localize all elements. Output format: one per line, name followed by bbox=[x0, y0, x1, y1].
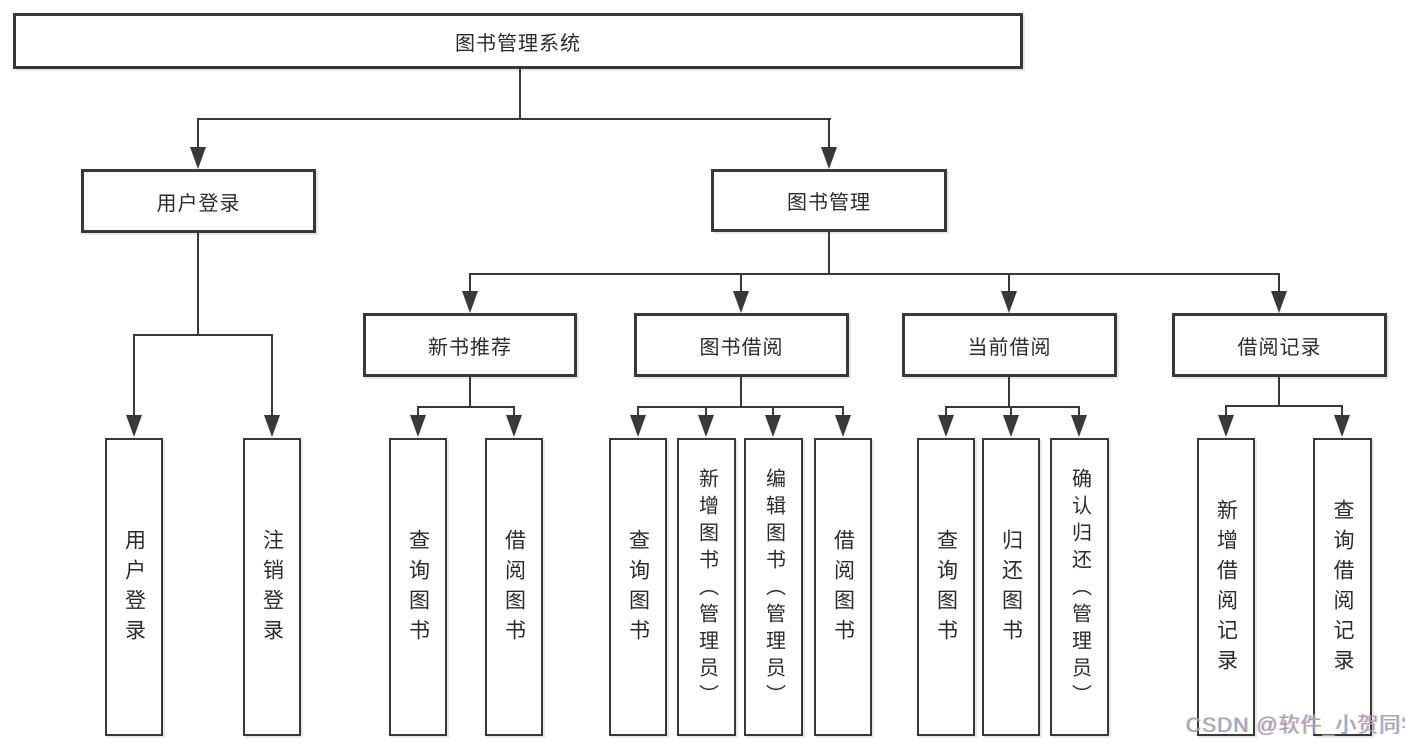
arrowhead-current-borrowing bbox=[1001, 291, 1017, 313]
node-book-management: 图书管理 bbox=[711, 169, 947, 232]
connector-user-login-stem bbox=[197, 233, 199, 336]
node-new-book-recommend: 新书推荐 bbox=[363, 313, 577, 377]
connector-drop-current-return bbox=[1010, 406, 1012, 418]
node-book-borrowing: 图书借阅 bbox=[634, 313, 849, 377]
connector-drop-records-add bbox=[1225, 405, 1227, 418]
connector-book-management-rail bbox=[469, 273, 1280, 275]
connector-drop-borrowing-add bbox=[705, 406, 707, 418]
connector-drop-current-borrowing bbox=[1008, 273, 1010, 293]
node-library-system: 图书管理系统 bbox=[13, 13, 1023, 69]
arrowhead-user-login bbox=[190, 147, 206, 169]
connector-recommend-rail bbox=[417, 406, 515, 408]
connector-drop-current-confirm bbox=[1078, 406, 1080, 418]
arrowhead-book-management bbox=[821, 147, 837, 169]
arrowhead-current-return bbox=[1003, 415, 1019, 437]
arrowhead-leaf-logout bbox=[264, 415, 280, 437]
connector-records-rail bbox=[1225, 405, 1343, 407]
arrowhead-borrowing-query bbox=[630, 415, 646, 437]
arrowhead-current-confirm bbox=[1071, 415, 1087, 437]
connector-root-rail bbox=[197, 118, 831, 120]
arrowhead-borrowing-add bbox=[698, 415, 714, 437]
arrowhead-new-book-recommend bbox=[462, 291, 478, 313]
connector-drop-leaf-user-login bbox=[133, 334, 135, 416]
node-borrowing-records: 借阅记录 bbox=[1172, 313, 1387, 377]
connector-root-stem bbox=[519, 68, 521, 120]
connector-book-management-stem bbox=[828, 232, 830, 275]
arrowhead-records-add bbox=[1218, 415, 1234, 437]
connector-current-rail bbox=[945, 406, 1080, 408]
leaf-borrowing-add-books-admin: 新增图书（管理员） bbox=[677, 438, 736, 736]
connector-drop-book-borrowing bbox=[740, 273, 742, 293]
leaf-logout-login: 注销登录 bbox=[243, 438, 301, 736]
arrowhead-leaf-user-login bbox=[126, 415, 142, 437]
arrowhead-records-query bbox=[1334, 415, 1350, 437]
connector-user-login-rail bbox=[133, 334, 273, 336]
leaf-current-confirm-return-admin: 确认归还（管理员） bbox=[1050, 438, 1109, 736]
arrowhead-borrowing-records bbox=[1271, 291, 1287, 313]
leaf-user-login: 用户登录 bbox=[105, 438, 163, 736]
connector-drop-recommend-query bbox=[417, 406, 419, 418]
leaf-borrowing-query-books: 查询图书 bbox=[609, 438, 667, 736]
connector-drop-borrowing-records bbox=[1278, 273, 1280, 293]
arrowhead-current-query bbox=[938, 415, 954, 437]
connector-drop-new-book-recommend bbox=[469, 273, 471, 293]
connector-drop-recommend-borrow bbox=[513, 406, 515, 418]
arrowhead-recommend-query bbox=[410, 415, 426, 437]
leaf-records-query-record: 查询借阅记录 bbox=[1313, 438, 1372, 736]
arrowhead-book-borrowing bbox=[733, 291, 749, 313]
leaf-borrowing-borrow-books: 借阅图书 bbox=[814, 438, 872, 736]
leaf-current-return-books: 归还图书 bbox=[982, 438, 1040, 736]
leaf-recommend-borrow-books: 借阅图书 bbox=[485, 438, 543, 736]
connector-borrowing-stem bbox=[740, 377, 742, 408]
arrowhead-borrowing-borrow bbox=[835, 415, 851, 437]
csdn-watermark: CSDN @软件_小贺同学 bbox=[1186, 714, 1405, 737]
leaf-current-query-books: 查询图书 bbox=[917, 438, 975, 736]
connector-current-stem bbox=[1008, 377, 1010, 408]
connector-borrowing-rail bbox=[637, 406, 844, 408]
connector-drop-records-query bbox=[1341, 405, 1343, 418]
arrowhead-recommend-borrow bbox=[506, 415, 522, 437]
connector-drop-borrowing-query bbox=[637, 406, 639, 418]
leaf-records-add-record: 新增借阅记录 bbox=[1197, 438, 1255, 736]
node-user-login: 用户登录 bbox=[81, 169, 316, 233]
leaf-borrowing-edit-books-admin: 编辑图书（管理员） bbox=[744, 438, 803, 736]
connector-records-stem bbox=[1278, 377, 1280, 407]
node-current-borrowing: 当前借阅 bbox=[902, 313, 1117, 377]
connector-root-drop-user-login bbox=[197, 118, 199, 148]
connector-drop-borrowing-edit bbox=[772, 406, 774, 418]
arrowhead-borrowing-edit bbox=[765, 415, 781, 437]
connector-drop-leaf-logout bbox=[271, 334, 273, 416]
connector-recommend-stem bbox=[469, 377, 471, 408]
connector-drop-current-query bbox=[945, 406, 947, 418]
leaf-recommend-query-books: 查询图书 bbox=[389, 438, 447, 736]
connector-root-drop-book-management bbox=[828, 118, 830, 148]
connector-drop-borrowing-borrow bbox=[842, 406, 844, 418]
